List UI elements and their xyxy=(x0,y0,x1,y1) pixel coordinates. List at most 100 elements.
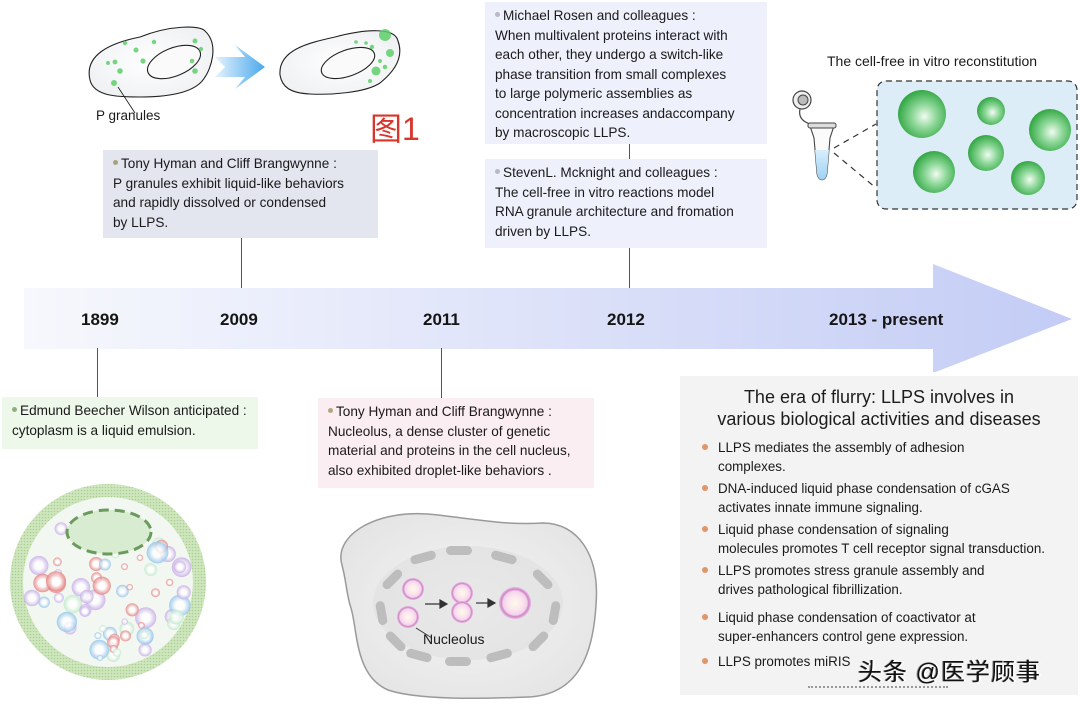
era-item-text: LLPS promotes miRIS xyxy=(718,654,851,669)
event-1899-text-1: cytoplasm is a liquid emulsion. xyxy=(12,422,196,438)
droplets xyxy=(898,90,1071,195)
era-item: Liquid phase condensation of signaling m… xyxy=(680,520,1078,558)
droplet xyxy=(1029,109,1071,151)
event-1899-author: Edmund Beecher Wilson anticipated : xyxy=(12,401,248,421)
era-item: LLPS promotes miRIS xyxy=(680,652,1078,671)
emulsion-droplet xyxy=(98,558,111,571)
transition-arrow xyxy=(215,45,265,89)
era-item-text: LLPS mediates the assembly of adhesion xyxy=(718,440,965,455)
event-2009-text-3: by LLPS. xyxy=(113,214,169,230)
nuclear-envelope-segments xyxy=(375,546,561,666)
p-granules-illustration xyxy=(88,26,401,114)
figure-label: 图1 xyxy=(370,111,420,147)
fusion-arrows xyxy=(425,597,497,610)
droplet xyxy=(898,90,946,138)
year-1899: 1899 xyxy=(81,310,119,329)
nucleus xyxy=(146,44,202,80)
emulsion-droplet xyxy=(107,636,120,649)
watermark-underline xyxy=(808,686,948,688)
droplet xyxy=(913,151,955,193)
emulsion-droplet xyxy=(89,557,104,571)
era-item-text: complexes. xyxy=(718,459,786,474)
invitro-title: The cell-free in vitro reconstitution xyxy=(827,53,1038,69)
year-2009: 2009 xyxy=(220,310,258,329)
era-title-line-1: The era of flurry: LLPS involves in xyxy=(743,387,1015,407)
era-item-text: DNA-induced liquid phase condensation of… xyxy=(718,481,1010,496)
event-mcknight-text-3: driven by LLPS. xyxy=(495,223,591,239)
emulsion-droplet xyxy=(138,622,145,629)
emulsion-droplet xyxy=(112,648,122,657)
connector-2011 xyxy=(441,348,442,398)
era-item-text: activates innate immune signaling. xyxy=(718,500,923,515)
event-2009-text-1: P granules exhibit liquid-like behaviors xyxy=(113,175,344,191)
emulsion-droplet xyxy=(63,594,83,614)
nucleus xyxy=(65,508,153,556)
bullet-icon xyxy=(702,658,708,664)
year-2012: 2012 xyxy=(607,310,645,329)
emulsion-droplet xyxy=(80,589,94,604)
era-item-text: Liquid phase condensation of signaling xyxy=(718,522,949,537)
emulsion-droplet xyxy=(89,639,110,660)
event-2011-text-1: Nucleolus, a dense cluster of genetic xyxy=(328,423,551,439)
era-item: LLPS promotes stress granule assembly an… xyxy=(680,561,1078,599)
nucleolus-illustration xyxy=(340,512,598,700)
event-mcknight-text-1: The cell-free in vitro reactions model xyxy=(495,184,715,200)
nucleolus-label: Nucleolus xyxy=(423,631,485,647)
event-2009-text-2: and rapidly dissolved or condensed xyxy=(113,195,327,210)
era-item-text: LLPS promotes stress granule assembly an… xyxy=(718,563,985,578)
cell-before xyxy=(88,26,214,114)
emulsion-droplet xyxy=(45,571,67,592)
connector-rosen-mcknight xyxy=(629,144,630,159)
timeline-arrow-shape xyxy=(24,264,1072,372)
emulsion-droplet xyxy=(99,624,107,633)
emulsion-droplet xyxy=(144,563,158,577)
nucleoli xyxy=(397,578,531,628)
emulsion-droplet xyxy=(121,563,128,571)
era-item-text: Liquid phase condensation of coactivator… xyxy=(718,610,976,625)
droplet xyxy=(977,97,1005,125)
connector-1899 xyxy=(97,348,98,397)
emulsion-droplet xyxy=(136,554,144,561)
event-rosen-text-5: concentration increases andaccompany xyxy=(495,105,735,121)
invitro-illustration xyxy=(792,80,1078,210)
emulsion-droplet xyxy=(121,618,128,625)
emulsion-droplet xyxy=(176,585,191,600)
event-rosen-text-2: each other, they undergo a switch-like xyxy=(495,47,724,62)
emulsion-droplet xyxy=(140,630,149,640)
bullet-icon xyxy=(702,526,708,532)
emulsion-droplet xyxy=(126,584,133,591)
emulsion-droplet xyxy=(169,609,184,625)
emulsion-droplet xyxy=(38,596,50,608)
era-item: DNA-induced liquid phase condensation of… xyxy=(680,479,1078,517)
event-2011-text-2: material and proteins in the cell nucleu… xyxy=(328,443,571,458)
bullet-icon xyxy=(702,444,708,450)
event-box-2012-mcknight: StevenL. Mcknight and colleagues : The c… xyxy=(485,159,767,248)
timeline-arrow xyxy=(24,264,1072,372)
emulsion-droplet xyxy=(120,630,131,642)
event-rosen-text-6: by macroscopic LLPS. xyxy=(495,125,631,140)
connector-2009 xyxy=(241,238,242,288)
nucleolus-fusing xyxy=(451,601,473,623)
emulsion-droplet xyxy=(29,555,49,576)
event-2009-author: Tony Hyman and Cliff Brangwynne : xyxy=(113,154,368,174)
emulsion-droplets xyxy=(23,522,192,662)
era-item: LLPS mediates the assembly of adhesion c… xyxy=(680,438,1078,476)
emulsion-droplet xyxy=(173,560,187,574)
emulsion-droplet xyxy=(165,578,174,587)
event-rosen-text-1: When multivalent proteins interact with xyxy=(495,27,728,43)
emulsion-droplet xyxy=(23,589,41,607)
bullet-icon xyxy=(702,485,708,491)
p-granule-dots xyxy=(106,38,204,86)
droplet xyxy=(1011,161,1045,195)
zoom-line-bottom xyxy=(833,152,877,189)
connector-2012 xyxy=(629,248,630,288)
event-rosen-text-4: to large polymeric assemblies as xyxy=(495,86,693,101)
event-rosen-author: Michael Rosen and colleagues : xyxy=(495,6,757,26)
event-box-2012-rosen: Michael Rosen and colleagues : When mult… xyxy=(485,2,767,144)
emulsion-droplet xyxy=(56,611,78,633)
p-granules-label: P granules xyxy=(96,108,161,123)
nucleolus-small xyxy=(397,606,419,628)
era-item-text: molecules promotes T cell receptor signa… xyxy=(718,541,1045,556)
condensed-granule-dots xyxy=(354,29,394,83)
event-mcknight-text-2: RNA granule architecture and fromation xyxy=(495,204,734,219)
